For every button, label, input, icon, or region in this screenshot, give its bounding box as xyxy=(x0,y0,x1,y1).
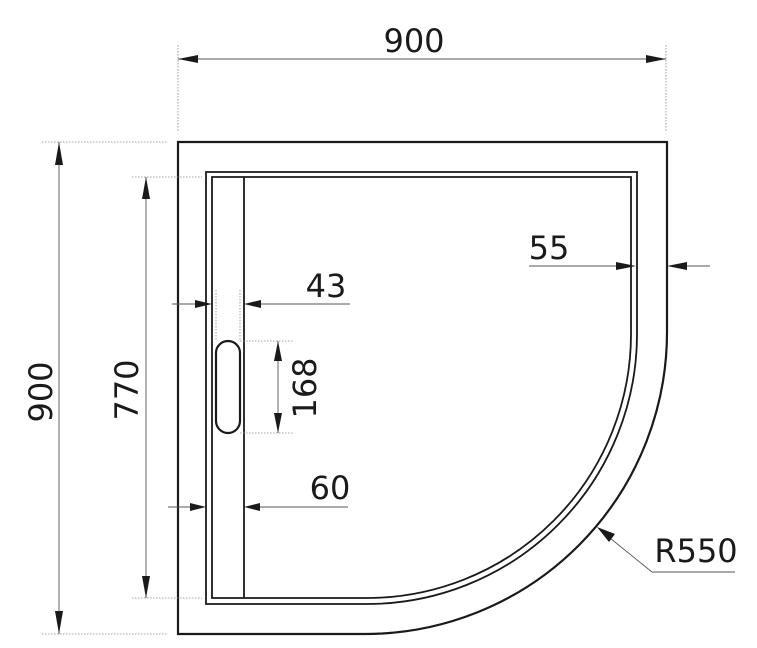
tray-inner-rim-inner xyxy=(211,176,632,599)
dim-label-channel-width: 43 xyxy=(306,267,347,305)
dim-label-left-rim: 60 xyxy=(310,469,351,507)
drain-slot xyxy=(214,339,242,435)
tray-inner-rim-outer xyxy=(205,171,638,605)
dim-label-right-rim: 55 xyxy=(529,229,570,267)
dim-label-radius: R550 xyxy=(654,532,737,570)
tray-outer-outline xyxy=(176,140,669,636)
dim-label-slot-length: 168 xyxy=(286,357,324,418)
dim-label-depth: 900 xyxy=(22,361,60,422)
dim-label-inner-length: 770 xyxy=(108,359,146,420)
dim-label-width: 900 xyxy=(383,22,444,60)
